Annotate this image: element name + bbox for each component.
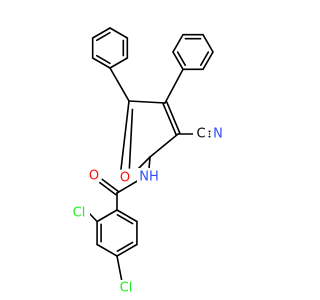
phenyl1-bond-2 (91, 27, 111, 39)
carbonyl-double-b (99, 181, 117, 196)
atom-label-o2: O (89, 169, 99, 184)
phenyl2-bond-1 (172, 33, 184, 53)
phenyl2-bond-0 (172, 51, 184, 71)
furan-bond-c5-c4 (128, 100, 166, 104)
dichlorophenyl-bond-3 (96, 243, 118, 257)
dichlorophenyl-bond-5 (96, 209, 118, 223)
dichlorophenyl-inner-2 (116, 241, 134, 252)
dichlorophenyl-bond-2 (116, 243, 138, 257)
bond-c2-nh (148, 156, 151, 170)
bond-nh-carbonyl (116, 179, 140, 194)
atom-labels: O C N NH O Cl Cl (68, 126, 226, 298)
atom-label-cl2: Cl (120, 281, 133, 296)
atom-label-n1: N (213, 127, 223, 142)
atom-label-o1: O (120, 171, 130, 186)
phenyl1-inner-2 (95, 31, 111, 42)
phenyl2-bond-4 (202, 51, 214, 71)
phenyl1-attach (109, 67, 130, 102)
atom-cl2-group: Cl (115, 280, 137, 298)
furan-bond-o1-c5 (120, 100, 130, 170)
phenyl2-inner-0 (176, 51, 187, 67)
atom-c-nitrile-group: C (193, 126, 209, 142)
atom-label-c-nitrile: C (196, 127, 205, 142)
carbonyl-double-a (101, 178, 119, 193)
bond-cl2 (116, 255, 123, 283)
bond-lines (87, 27, 214, 283)
dichlorophenyl-bond-0 (116, 209, 138, 223)
atom-n1-group: N (210, 126, 226, 142)
chemical-structure-diagram: O C N NH O Cl Cl (68, 27, 226, 298)
atom-label-cl1: Cl (73, 206, 86, 221)
furan-bond-c2-o1 (137, 156, 151, 170)
atom-label-nh: NH (139, 170, 159, 185)
furan-inner-c5-o1 (128, 108, 134, 169)
phenyl1-bond-0 (91, 57, 111, 69)
phenyl1-bond-3 (109, 27, 129, 39)
phenyl2-inner-4 (199, 51, 210, 67)
phenyl2-bond-3 (202, 33, 214, 53)
atom-nh-group: NH (137, 168, 161, 186)
phenyl1-inner-0 (95, 54, 111, 65)
phenyl2-attach (164, 68, 184, 104)
furan-double-c4-c3-a (162, 102, 177, 136)
atom-o2-group: O (86, 168, 102, 184)
phenyl1-bond-5 (109, 57, 129, 69)
atom-o1-group: O (117, 170, 133, 186)
furan-bond-c3-c2 (149, 133, 179, 158)
dichlorophenyl-inner-0 (116, 214, 134, 225)
atom-cl1-group: Cl (68, 205, 90, 223)
furan-double-c4-c3-b (166, 101, 181, 135)
